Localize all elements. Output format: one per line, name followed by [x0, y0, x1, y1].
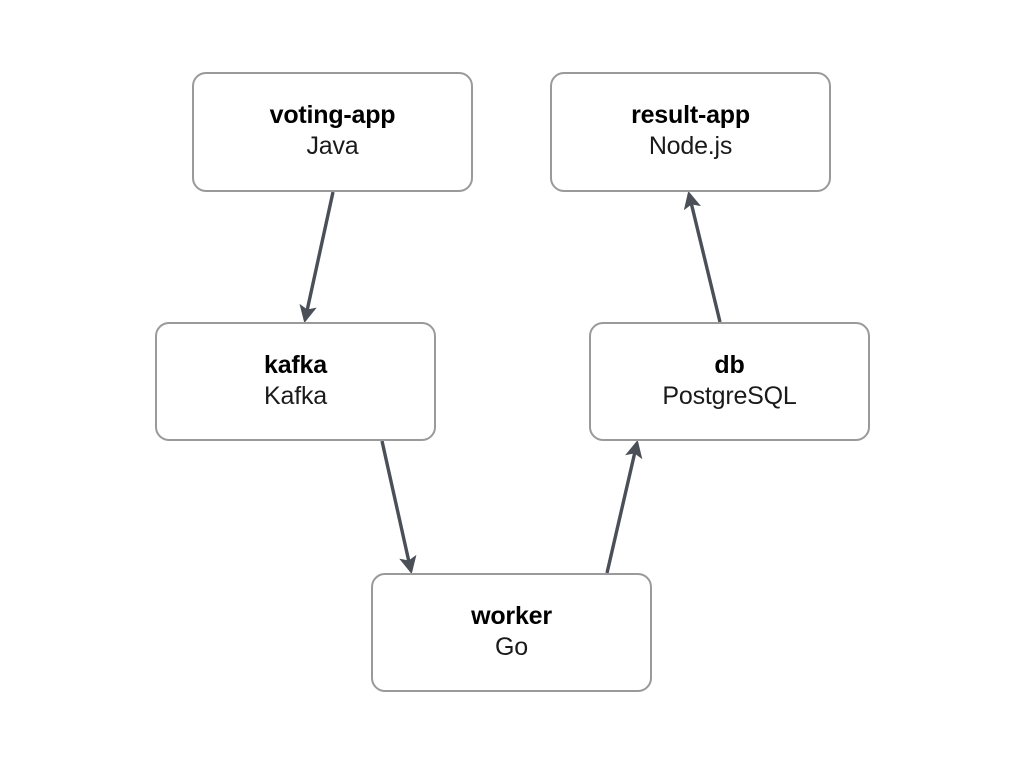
edge-db-to-result-app [683, 191, 722, 323]
edge-worker-to-db [605, 440, 643, 574]
node-kafka-name: kafka [264, 350, 327, 379]
node-kafka[interactable]: kafka Kafka [155, 322, 436, 441]
node-voting-app[interactable]: voting-app Java [192, 72, 473, 192]
node-worker-name: worker [471, 601, 552, 630]
node-voting-app-tech: Java [306, 132, 359, 161]
node-result-app-name: result-app [631, 101, 750, 130]
node-worker-tech: Go [495, 632, 528, 661]
node-db[interactable]: db PostgreSQL [589, 322, 870, 441]
node-db-name: db [714, 350, 745, 379]
node-worker[interactable]: worker Go [371, 573, 652, 692]
node-db-tech: PostgreSQL [662, 381, 797, 410]
node-voting-app-name: voting-app [269, 101, 396, 130]
edge-kafka-to-worker [380, 440, 417, 574]
node-result-app-tech: Node.js [648, 132, 733, 161]
node-result-app[interactable]: result-app Node.js [550, 72, 831, 192]
edge-voting-app-to-kafka [299, 191, 335, 323]
node-kafka-tech: Kafka [264, 381, 327, 410]
